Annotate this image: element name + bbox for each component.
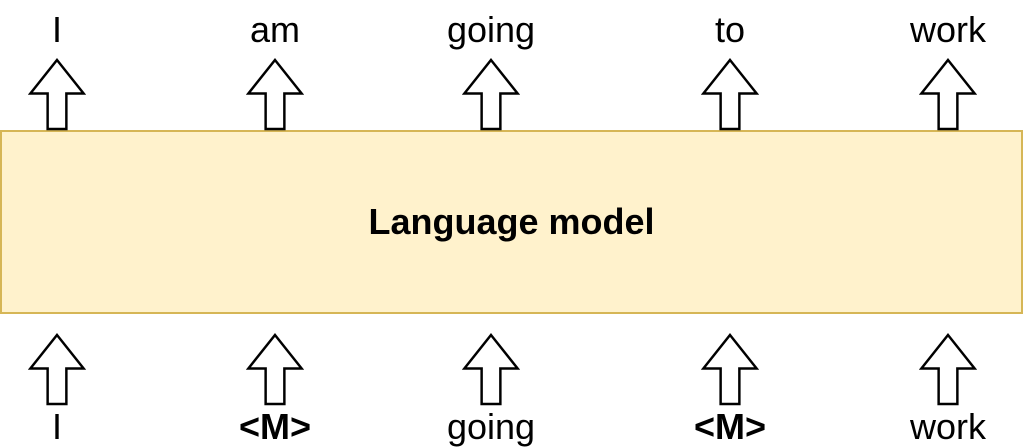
up-arrow-icon [246,333,304,406]
input-token-label-masked: <M> [693,406,767,447]
up-arrow-icon [462,333,520,406]
up-arrow-icon [919,58,977,131]
input-token-label: work [909,406,986,447]
up-arrow-icon [701,58,759,131]
up-arrow-icon [28,58,86,131]
token-column-4: to <M> [650,0,810,447]
output-token-label: work [909,9,986,50]
up-arrow-icon [246,58,304,131]
output-token-label: I [51,9,62,50]
output-token-label: going [446,9,536,50]
output-token-label: to [714,9,746,50]
input-token-label: going [446,406,536,447]
language-model-label: Language model [368,201,655,242]
token-column-5: work work [868,0,1024,447]
up-arrow-icon [462,58,520,131]
input-token-label-masked: <M> [238,406,312,447]
up-arrow-icon [919,333,977,406]
token-column-2: am <M> [195,0,355,447]
up-arrow-icon [28,333,86,406]
output-token-label: am [249,9,300,50]
language-model-box: Language model [0,130,1023,314]
up-arrow-icon [701,333,759,406]
token-column-3: going going [411,0,571,447]
token-column-1: I I [0,0,137,447]
input-token-label: I [51,406,62,447]
